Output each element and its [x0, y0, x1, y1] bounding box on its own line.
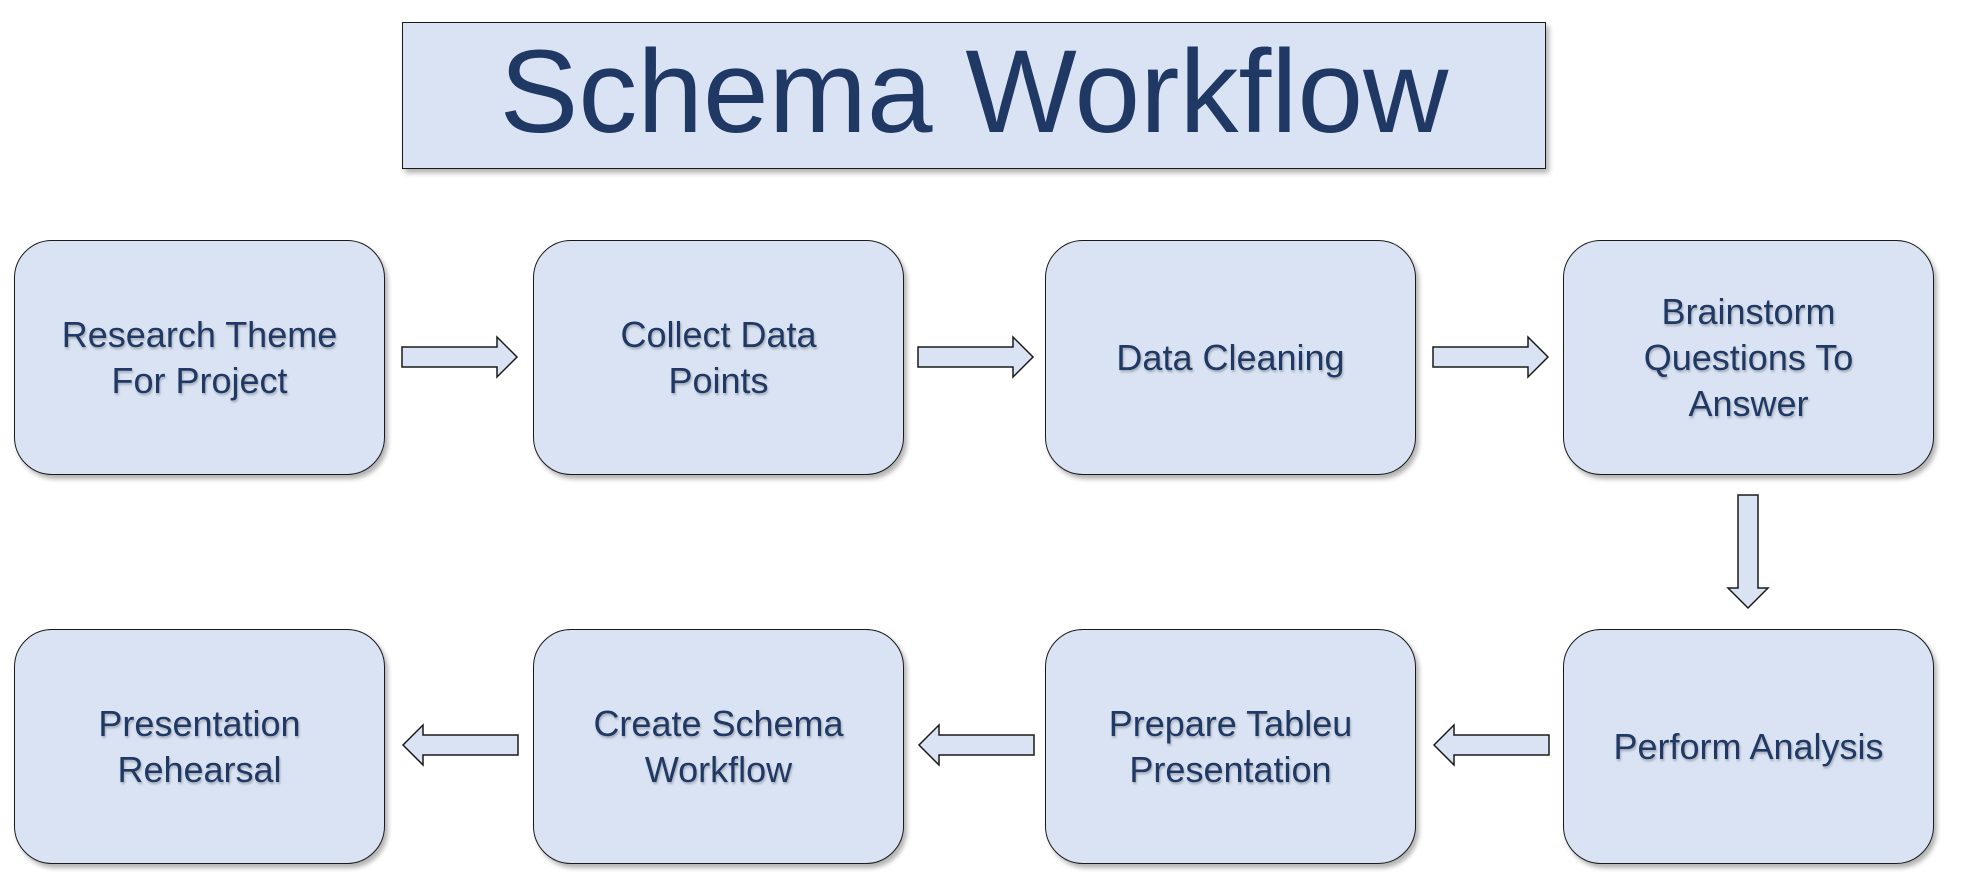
- step-label: Perform Analysis: [1613, 725, 1884, 767]
- arrow-left-icon: [1432, 723, 1550, 767]
- title-box: Schema Workflow: [402, 22, 1546, 169]
- step-label: Research Theme For Project: [61, 313, 338, 401]
- step-brainstorm-questions: Brainstorm Questions To Answer: [1563, 240, 1934, 475]
- arrow-right-icon: [1432, 335, 1550, 379]
- step-data-cleaning: Data Cleaning: [1045, 240, 1416, 475]
- step-create-schema: Create Schema Workflow: [533, 629, 904, 864]
- step-label: Data Cleaning: [1116, 336, 1345, 378]
- step-label: Collect Data Points: [620, 313, 817, 401]
- arrow-right-icon: [401, 335, 519, 379]
- step-research-theme: Research Theme For Project: [14, 240, 385, 475]
- arrow-left-icon: [917, 723, 1035, 767]
- arrow-right-icon: [917, 335, 1035, 379]
- step-prepare-tableu: Prepare Tableu Presentation: [1045, 629, 1416, 864]
- step-label: Create Schema Workflow: [593, 702, 844, 790]
- arrow-left-icon: [401, 723, 519, 767]
- step-presentation-rehearsal: Presentation Rehearsal: [14, 629, 385, 864]
- step-perform-analysis: Perform Analysis: [1563, 629, 1934, 864]
- diagram-title: Schema Workflow: [499, 25, 1449, 158]
- step-label: Brainstorm Questions To Answer: [1643, 290, 1854, 424]
- step-label: Presentation Rehearsal: [98, 702, 301, 790]
- step-collect-data: Collect Data Points: [533, 240, 904, 475]
- arrow-down-icon: [1726, 494, 1770, 610]
- step-label: Prepare Tableu Presentation: [1108, 702, 1353, 790]
